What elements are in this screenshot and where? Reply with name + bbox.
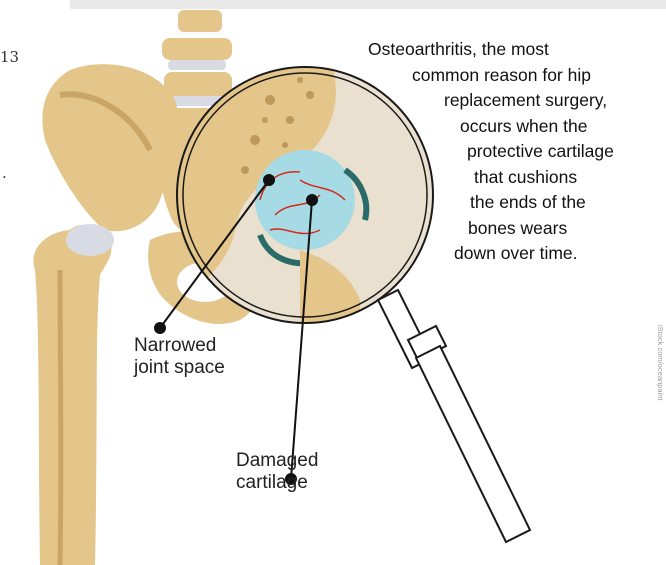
description-line: common reason for hip — [412, 63, 666, 89]
left-femur — [33, 225, 111, 565]
description-line: down over time. — [454, 241, 666, 267]
description-line: Osteoarthritis, the most — [368, 37, 666, 63]
callout-text: Damaged — [236, 450, 318, 472]
description-line: occurs when the — [460, 114, 666, 140]
description-line: protective cartilage — [467, 139, 666, 165]
damaged-cartilage-label: Damaged cartilage — [236, 450, 318, 494]
description-line: the ends of the — [470, 190, 666, 216]
description-line: replacement surgery, — [444, 88, 666, 114]
magnifier-handle — [378, 290, 530, 542]
narrowed-joint-space-label: Narrowed joint space — [134, 335, 225, 379]
osteoarthritis-description: Osteoarthritis, the most common reason f… — [352, 37, 666, 267]
edge-text-dot: . — [2, 166, 7, 181]
left-hip-cartilage — [66, 224, 114, 256]
edge-text-top: 13 — [0, 50, 19, 65]
callout-text: Narrowed — [134, 335, 225, 357]
description-line: bones wears — [468, 216, 666, 242]
callout-text: cartilage — [236, 472, 318, 494]
callout-text: joint space — [134, 357, 225, 379]
image-credit: iStock.com/oceanpaint — [651, 325, 665, 515]
description-line: that cushions — [474, 165, 666, 191]
pelvis-left-wing — [42, 64, 178, 231]
